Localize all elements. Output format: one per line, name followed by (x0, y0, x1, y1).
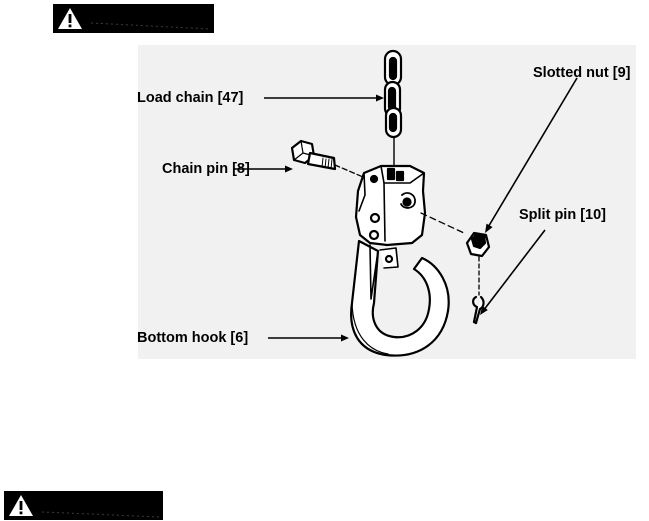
exploded-view-figure (138, 45, 636, 359)
hook-assembly-drawing (234, 49, 578, 357)
slotted-nut-drawing (465, 231, 491, 258)
chain-pin-drawing (290, 139, 371, 181)
label-chain-pin: Chain pin [8] (162, 161, 250, 177)
warning-triangle-icon (9, 495, 161, 518)
leader-slotted-nut (486, 77, 578, 230)
label-bottom-hook: Bottom hook [6] (137, 330, 249, 346)
leader-split-pin (482, 229, 546, 312)
label-load-chain: Load chain [47] (137, 90, 244, 106)
bottom-hook-drawing (350, 239, 450, 357)
label-slotted-nut: Slotted nut [9] (533, 65, 631, 81)
label-split-pin: Split pin [10] (519, 207, 606, 223)
split-pin-drawing (472, 295, 485, 325)
load-chain-drawing (383, 49, 403, 139)
hook-block-drawing (354, 164, 427, 247)
warning-banner-top (53, 4, 214, 33)
warning-triangle-icon (58, 8, 212, 30)
warning-banner-bottom (4, 491, 163, 520)
